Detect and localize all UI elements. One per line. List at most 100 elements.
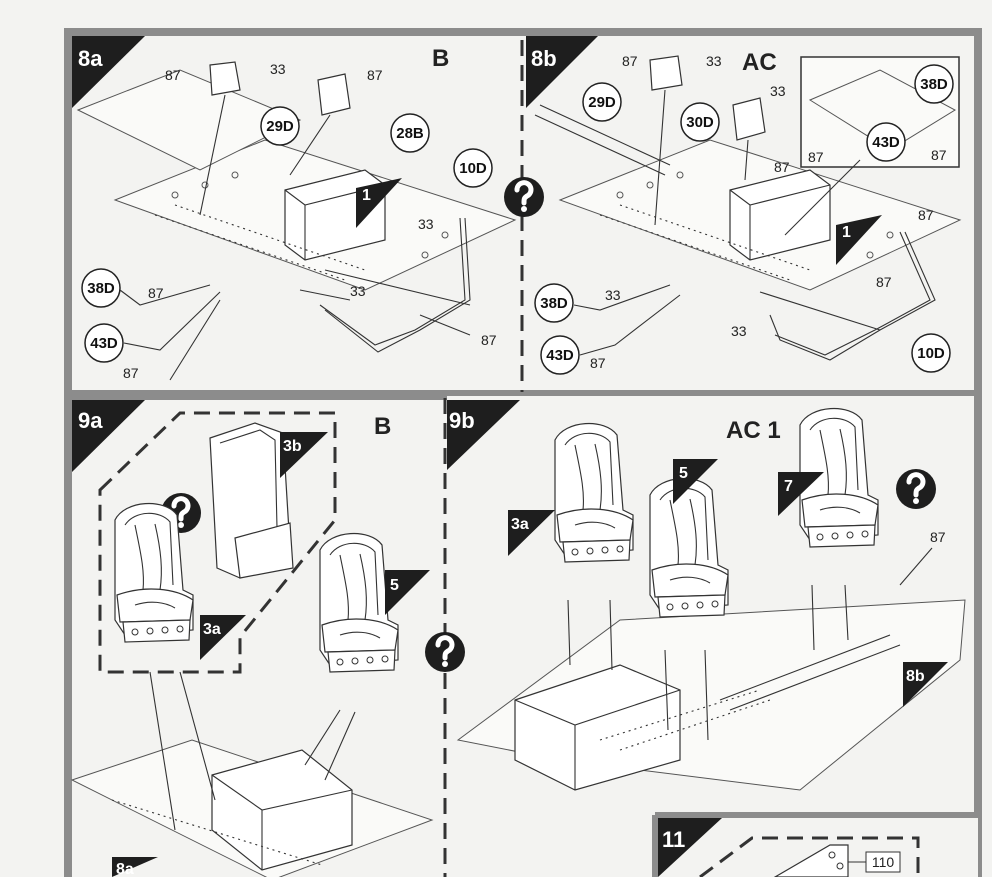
step-number: 11 <box>662 827 685 852</box>
svg-text:3a: 3a <box>203 621 221 638</box>
step-number: 8b <box>531 46 557 71</box>
svg-text:10D: 10D <box>917 345 945 362</box>
part-callout-29d: 29D <box>260 106 300 146</box>
svg-text:5: 5 <box>390 577 399 594</box>
svg-text:87: 87 <box>367 67 383 83</box>
svg-text:33: 33 <box>770 83 786 99</box>
svg-text:43D: 43D <box>872 134 900 151</box>
seat-5 <box>649 477 729 618</box>
svg-text:1: 1 <box>362 187 371 204</box>
svg-text:1: 1 <box>842 224 851 241</box>
step-number: 9a <box>78 408 103 433</box>
part-10d-frame <box>324 217 471 353</box>
svg-text:87: 87 <box>808 149 824 165</box>
seat-3a <box>554 422 634 563</box>
ref-badge-7: 7 <box>778 472 824 516</box>
svg-text:28B: 28B <box>396 125 424 142</box>
question-icon <box>896 469 936 509</box>
step-badge-11: 11 <box>658 818 722 877</box>
inset-detail: 38D 43D 87 87 <box>784 56 960 236</box>
svg-text:87: 87 <box>931 147 947 163</box>
svg-text:87: 87 <box>876 274 892 290</box>
svg-text:33: 33 <box>706 53 722 69</box>
panel-8a: 8a B 1 87 33 87 33 87 33 87 87 <box>72 36 516 381</box>
svg-text:38D: 38D <box>540 295 568 312</box>
svg-text:87: 87 <box>165 67 181 83</box>
variant-label: AC 1 <box>726 417 781 444</box>
option-outline <box>98 411 337 674</box>
part-callout-29d: 29D <box>582 82 622 122</box>
part-callout-43d: 43D <box>84 323 124 363</box>
ref-badge-3b: 3b <box>280 432 328 478</box>
svg-text:38D: 38D <box>87 280 115 297</box>
question-icon <box>504 177 544 217</box>
part-callout-43d: 43D <box>540 335 580 375</box>
step-badge-8a: 8a <box>72 36 145 108</box>
svg-text:10D: 10D <box>459 160 487 177</box>
part-callout-30d: 30D <box>680 102 720 142</box>
floor-plate <box>76 69 302 171</box>
svg-text:30D: 30D <box>686 114 714 131</box>
variant-label: AC <box>742 49 777 76</box>
variant-label: B <box>432 45 449 72</box>
svg-text:110: 110 <box>872 854 895 870</box>
panel-9b: 9b AC 1 3a 5 7 8b <box>447 400 966 791</box>
chassis-drawing <box>456 599 966 791</box>
svg-text:33: 33 <box>418 216 434 232</box>
part-callout-28b: 28B <box>390 113 430 153</box>
svg-text:5: 5 <box>679 465 688 482</box>
step-badge-9b: 9b <box>447 400 520 470</box>
part-callout-10d: 10D <box>911 333 951 373</box>
sheet-frame <box>64 28 982 877</box>
svg-text:29D: 29D <box>266 118 294 135</box>
part-callout-38d: 38D <box>534 283 574 323</box>
part-callout-38d: 38D <box>81 268 121 308</box>
step-badge-9a: 9a <box>72 400 145 472</box>
panel-11: 11 110 <box>652 812 978 877</box>
part-callout-43d: 43D <box>866 122 906 162</box>
ref-badge-5: 5 <box>673 459 718 504</box>
svg-text:43D: 43D <box>546 347 574 364</box>
svg-text:8a: 8a <box>116 861 134 877</box>
svg-text:7: 7 <box>784 478 793 495</box>
track-part <box>773 844 849 877</box>
svg-text:87: 87 <box>622 53 638 69</box>
seat-3b <box>209 422 294 579</box>
part-label-110: 110 <box>848 851 901 873</box>
svg-text:87: 87 <box>918 207 934 223</box>
step-number: 9b <box>449 408 475 433</box>
variant-label: B <box>374 413 391 440</box>
panel-9a: 9a B 3b 3a 5 <box>70 400 434 877</box>
svg-text:87: 87 <box>148 285 164 301</box>
part-callout-10d: 10D <box>453 148 493 188</box>
part-callout-38d: 38D <box>914 64 954 104</box>
question-icon <box>425 632 465 672</box>
svg-text:33: 33 <box>270 61 286 77</box>
ref-badge-1: 1 <box>836 215 882 265</box>
ref-badge-3a: 3a <box>200 615 246 660</box>
svg-text:87: 87 <box>774 159 790 175</box>
svg-text:87: 87 <box>481 332 497 348</box>
svg-text:3a: 3a <box>511 516 529 533</box>
ref-badge-1: 1 <box>356 178 402 228</box>
ref-badge-3a: 3a <box>508 510 555 556</box>
part-29d <box>209 61 241 96</box>
svg-text:29D: 29D <box>588 94 616 111</box>
svg-text:8b: 8b <box>906 668 925 685</box>
part-30d <box>732 97 766 141</box>
part-28b <box>317 73 351 116</box>
ref-badge-8a: 8a <box>112 857 158 877</box>
ref-badge-5: 5 <box>385 570 430 615</box>
svg-text:87: 87 <box>590 355 606 371</box>
svg-text:38D: 38D <box>920 76 948 93</box>
option-outline <box>699 836 920 877</box>
svg-text:87: 87 <box>123 365 139 381</box>
svg-text:33: 33 <box>350 283 366 299</box>
svg-text:33: 33 <box>731 323 747 339</box>
step-badge-8b: 8b <box>526 36 598 108</box>
svg-text:33: 33 <box>605 287 621 303</box>
callout-labels: 87 33 87 33 87 33 87 87 <box>123 61 497 381</box>
ref-badge-8b: 8b <box>903 662 948 707</box>
step-number: 8a <box>78 46 103 71</box>
svg-text:3b: 3b <box>283 438 302 455</box>
